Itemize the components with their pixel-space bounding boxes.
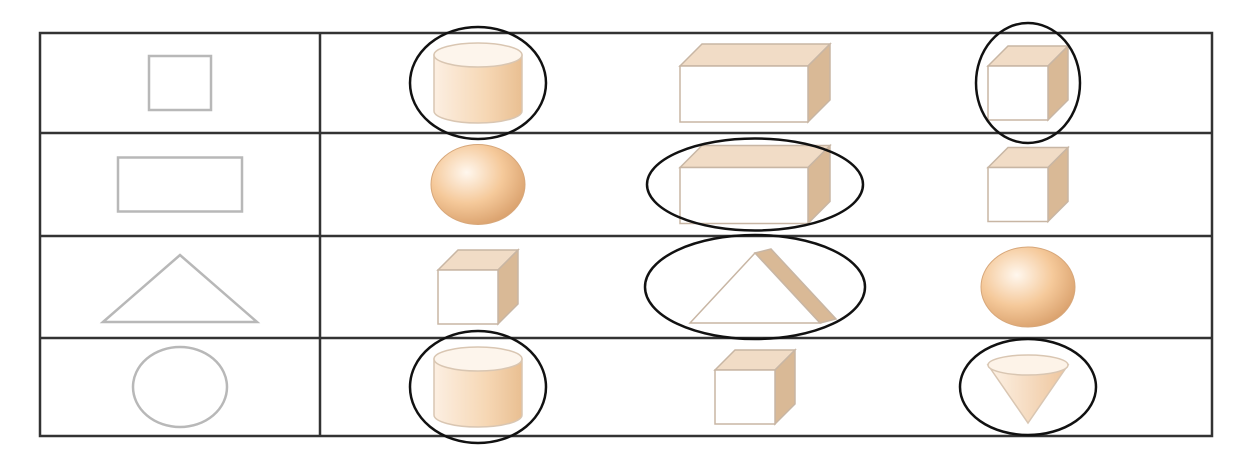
cone-solid [986,354,1070,425]
rectangle-shape [116,156,244,213]
sphere-solid [430,144,526,225]
circle-shape [131,345,229,429]
selection-ring [408,25,548,141]
table-border [38,31,1214,438]
selection-ring [958,337,1098,437]
triangle-shape [99,253,261,324]
cylinder-solid [433,346,523,428]
cube-solid [436,248,520,326]
cuboid-solid [678,42,832,124]
selection-ring [974,21,1082,145]
cuboid-solid [678,143,832,226]
sphere-solid [980,246,1076,328]
selection-ring [408,329,548,445]
selection-ring [643,233,867,341]
cube-solid [986,44,1070,122]
cube-solid [713,348,797,426]
cylinder-solid [433,42,523,124]
selection-ring [645,137,865,232]
cube-solid [986,145,1070,224]
triangular-prism-solid [688,248,838,324]
square-shape [147,54,213,112]
